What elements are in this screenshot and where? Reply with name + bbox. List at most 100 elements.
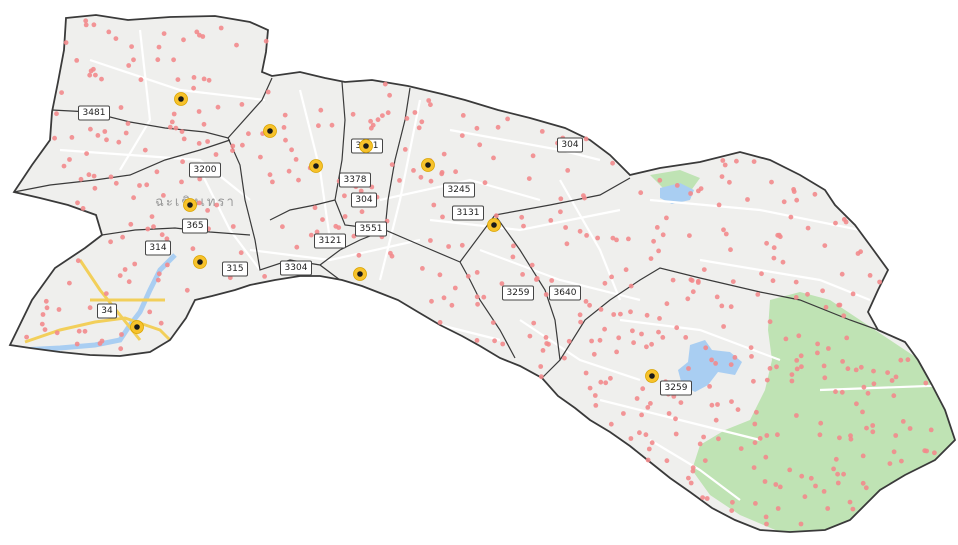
red-dot-icon [729, 399, 734, 404]
red-dot-icon [674, 183, 680, 188]
red-dot-icon [802, 494, 808, 500]
red-dot-icon [320, 217, 325, 223]
yellow-pin-icon[interactable] [174, 92, 188, 106]
red-dot-icon [440, 214, 445, 220]
red-dot-icon [751, 159, 757, 165]
red-dot-icon [928, 427, 934, 433]
red-dot-icon [411, 168, 416, 173]
minor-road [59, 148, 251, 201]
red-dot-icon [871, 368, 876, 374]
red-dot-icon [702, 458, 708, 463]
red-dot-icon [87, 72, 93, 78]
red-dot-icon [431, 202, 437, 208]
red-dot-icon [865, 390, 871, 396]
red-dot-icon [598, 307, 604, 312]
district-border [559, 267, 879, 361]
red-dot-icon [719, 174, 725, 180]
red-dot-icon [428, 102, 433, 108]
red-dot-icon [453, 169, 458, 175]
yellow-pin-icon[interactable] [359, 139, 373, 153]
red-dot-icon [147, 309, 153, 315]
route-shield: 315 [222, 261, 248, 277]
red-dot-icon [732, 355, 738, 360]
red-dot-icon [683, 335, 689, 340]
route-shield: 3131 [452, 205, 484, 221]
red-dot-icon [520, 272, 525, 277]
red-dot-icon [283, 137, 288, 143]
red-dot-icon [769, 179, 774, 185]
red-dot-icon [125, 121, 131, 126]
red-dot-icon [899, 458, 904, 464]
red-dot-icon [246, 131, 251, 137]
red-dot-icon [841, 313, 847, 319]
red-dot-icon [728, 247, 733, 253]
red-dot-icon [752, 421, 758, 427]
yellow-pin-icon[interactable] [487, 218, 501, 232]
red-dot-icon [589, 338, 594, 344]
yellow-pin-icon[interactable] [421, 158, 435, 172]
red-dot-icon [714, 294, 720, 300]
red-dot-icon [798, 521, 804, 527]
red-dot-icon [798, 353, 804, 359]
yellow-pin-icon[interactable] [183, 198, 197, 212]
forest-patch [650, 170, 700, 192]
red-dot-icon [538, 364, 544, 369]
red-dot-icon [359, 209, 365, 215]
red-dot-icon [564, 241, 570, 247]
red-dot-icon [145, 226, 151, 232]
reservoir-lake [678, 340, 742, 392]
red-dot-icon [893, 374, 899, 380]
red-dot-icon [40, 312, 46, 317]
red-dot-icon [123, 130, 129, 136]
red-dot-icon [161, 193, 166, 198]
yellow-pin-icon[interactable] [309, 159, 323, 173]
minor-road [649, 439, 741, 501]
red-dot-icon [314, 229, 320, 235]
yellow-pin-icon[interactable] [130, 320, 144, 334]
red-dot-icon [179, 179, 184, 185]
red-dot-icon [102, 129, 108, 134]
red-dot-icon [850, 291, 856, 297]
yellow-pin-icon[interactable] [193, 255, 207, 269]
red-dot-icon [591, 351, 597, 357]
route-shield: 3551 [355, 221, 387, 237]
red-dot-icon [587, 302, 592, 308]
red-dot-icon [56, 307, 62, 312]
red-dot-icon [720, 158, 726, 163]
red-dot-icon [75, 258, 81, 264]
red-dot-icon [752, 440, 758, 446]
red-dot-icon [218, 25, 224, 31]
red-dot-icon [900, 419, 906, 424]
red-dot-icon [764, 377, 770, 383]
yellow-pin-icon[interactable] [353, 267, 367, 281]
red-dot-icon [843, 219, 849, 225]
red-dot-icon [44, 305, 50, 311]
route-shield: 3640 [549, 285, 581, 301]
red-dot-icon [527, 333, 533, 339]
red-dot-icon [215, 104, 221, 110]
route-shield-label: 3259 [665, 383, 688, 393]
red-dot-icon [628, 436, 634, 441]
route-shield-label: 34 [101, 306, 113, 316]
red-dot-icon [688, 277, 694, 283]
red-dot-icon [194, 29, 200, 35]
red-dot-icon [678, 400, 684, 405]
red-dot-icon [97, 341, 103, 346]
red-dot-icon [845, 366, 851, 372]
red-dot-icon [155, 57, 161, 63]
red-dot-icon [196, 141, 202, 146]
red-dot-icon [614, 237, 619, 243]
red-dot-icon [837, 435, 842, 441]
red-dot-icon [270, 179, 275, 185]
red-dot-icon [428, 178, 434, 184]
red-dot-icon [751, 378, 756, 384]
yellow-pin-icon[interactable] [645, 369, 659, 383]
route-shield-label: 3304 [285, 263, 308, 273]
red-dot-icon [649, 341, 654, 347]
red-dot-icon [42, 327, 48, 332]
red-dot-icon [161, 31, 167, 36]
red-dot-icon [777, 484, 783, 490]
yellow-pin-icon[interactable] [263, 124, 277, 138]
red-dot-icon [748, 345, 754, 350]
